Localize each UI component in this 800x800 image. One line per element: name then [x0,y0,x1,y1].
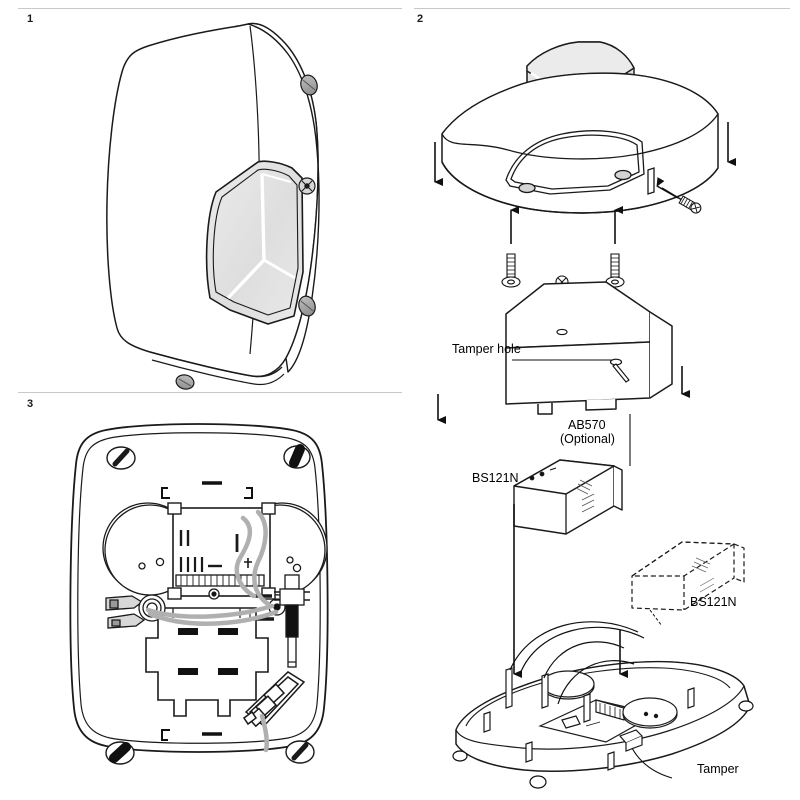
panel-1-figure [0,10,400,390]
washer-screw-left [501,253,521,288]
panel-1-number: 1 [27,13,34,25]
cover-fixing-screw-middle [298,177,316,195]
panel-2-figure [410,14,800,794]
base-wires [509,621,645,705]
lens-window [205,160,304,325]
base-foot-left [452,750,468,762]
ab570-optional-label: (Optional) [560,432,615,446]
cover-bottom-lip [149,351,283,378]
bs121n-left-label: BS121N [472,471,519,485]
bs121n-right-leader [649,609,663,627]
panel-3-number: 3 [27,398,34,410]
ab570-label: AB570 [568,418,606,432]
panel-2-number: 2 [417,13,424,25]
cover-tamper-slot [647,167,655,195]
spade-connectors [105,595,146,629]
tamper-plunger [274,574,310,668]
base-foot-right [738,700,754,712]
corner-fixings [105,444,315,765]
tamper-label: Tamper [697,762,739,776]
cover-fixing-tab-top [300,74,318,96]
bs121n-battery-right [631,541,745,611]
side-screw [656,177,702,214]
wiring-harness [145,509,279,753]
base-internals [483,667,695,771]
cover-shell-bottom-edge [441,161,719,214]
tamper-leader [631,747,673,779]
battery-bracket [242,671,306,728]
bs121n-right-hatching [691,557,715,593]
main-pcb [167,502,276,600]
base-foot-bottom [529,775,547,789]
module-hole-left [556,328,568,336]
cover-lens-recess [505,130,645,195]
cover-fixing-tab-base [175,374,195,390]
tamper-hole-label: Tamper hole [452,342,521,356]
bs121n-battery-left [513,459,623,535]
panel-3-rule [18,392,402,393]
cover-bottom-lip-2 [151,359,285,386]
washer-screw-right [605,253,625,288]
cover-fixing-tab-bottom [298,295,316,317]
bs121n-right-label: BS121N [690,595,737,609]
panel-2-rule [414,8,790,9]
ab570-module [505,281,673,415]
panel-1-rule [18,8,402,9]
bracket-marks [161,481,253,741]
tamper-hole-shaft [612,363,630,383]
panel-3-figure [0,400,400,800]
